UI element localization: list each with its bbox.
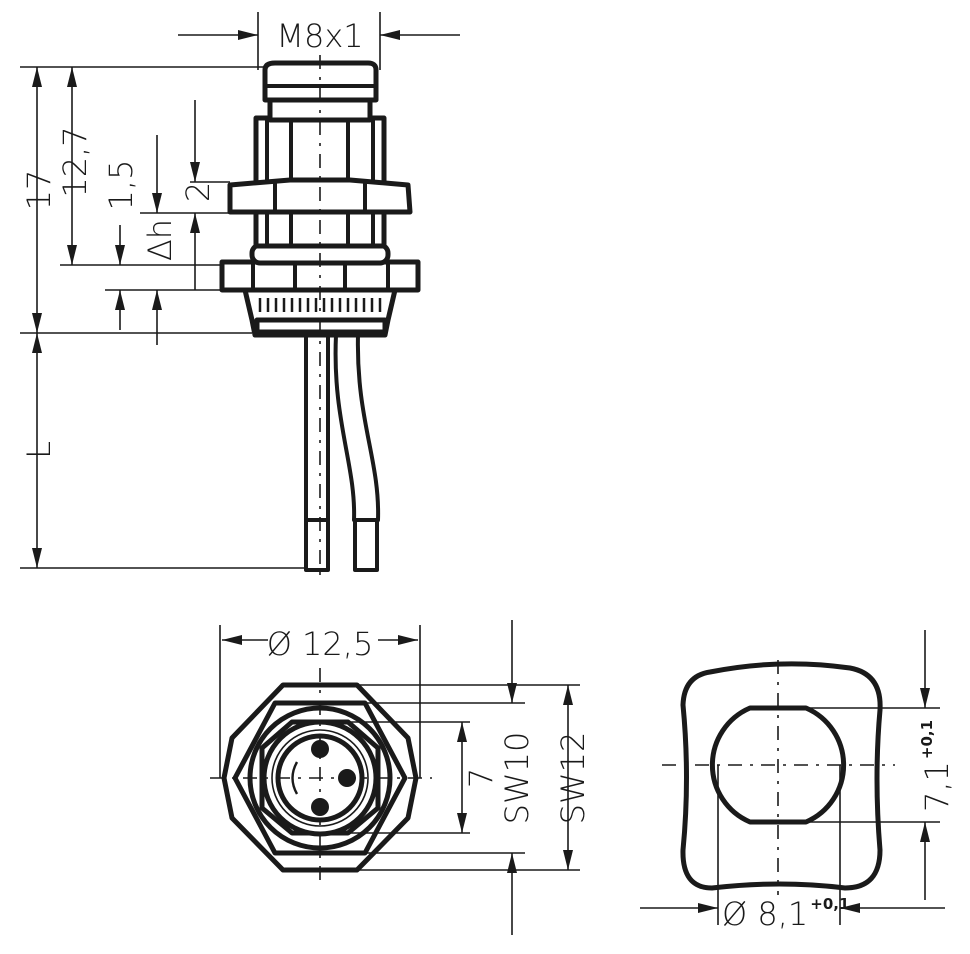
cutout-diameter-label: Ø 8,1 <box>722 895 808 933</box>
dim-sw10-label: SW10 <box>498 732 536 825</box>
dim-diameter-label: Ø 12,5 <box>267 625 374 663</box>
dim-wire-length-label: L <box>20 441 58 459</box>
dim-delta-h-label: Δh <box>141 219 179 261</box>
cutout-height-label: 7,1 <box>918 761 956 812</box>
front-view-dimensions: Ø 12,5 7 SW10 SW12 <box>219 620 592 935</box>
thread-cap <box>262 60 379 103</box>
cutout-height-dimension: 7,1 +0,1 <box>918 720 956 812</box>
dim-nut-label: 2 <box>179 182 217 202</box>
front-view-connector <box>210 668 432 888</box>
thread-label: M8x1 <box>276 17 363 55</box>
cutout-height-tolerance: +0,1 <box>918 720 936 759</box>
dim-upper-label: 12,7 <box>56 126 94 197</box>
side-view-dimensions: M8x1 17 12,7 1,5 2 Δh L <box>20 12 460 569</box>
panel-cutout: 7,1+0,1 Ø 8,1+0,1 <box>640 630 956 933</box>
wires <box>304 333 381 572</box>
cutout-diameter-dimension: Ø 8,1+0,1 <box>722 895 849 933</box>
contact-pin-1 <box>311 740 329 758</box>
dim-flange-label: 1,5 <box>102 160 140 211</box>
cutout-diameter-tolerance: +0,1 <box>810 895 849 913</box>
dim-total-label: 17 <box>20 170 58 211</box>
dim-sw12-label: SW12 <box>554 732 592 825</box>
side-view-connector <box>219 55 421 580</box>
dim-flat-label: 7 <box>462 768 500 788</box>
